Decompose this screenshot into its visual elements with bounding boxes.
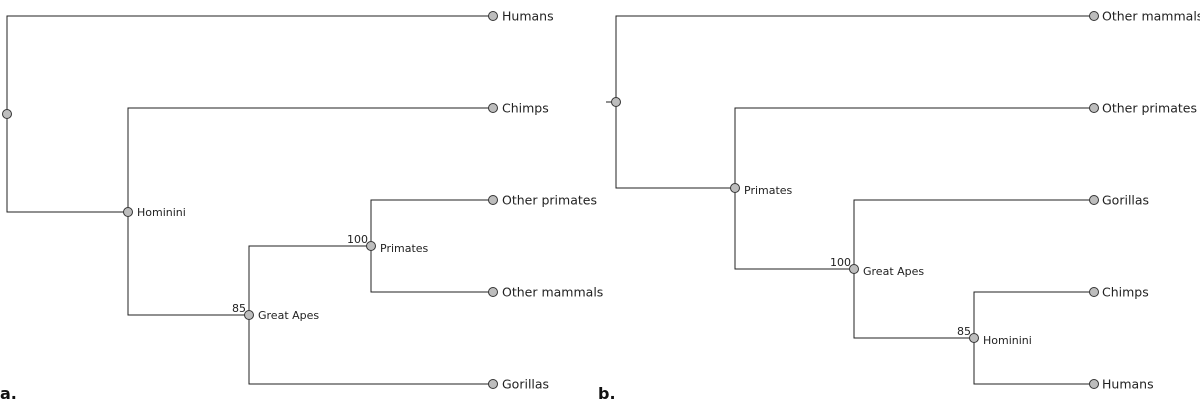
edge — [127, 107, 493, 212]
internal-node-primates — [730, 183, 740, 193]
leaf-node — [1089, 11, 1099, 21]
leaf-label: Other primates — [502, 193, 597, 208]
internal-node-hominini — [969, 333, 979, 343]
edge — [6, 114, 128, 213]
leaf-node — [1089, 103, 1099, 113]
panel-letter: b. — [598, 384, 616, 400]
leaf-label: Humans — [502, 9, 554, 24]
tree-panel-b: Other mammals Other primates Gorillas Ch… — [598, 9, 1200, 400]
leaf-node — [1089, 195, 1099, 205]
leaf-label: Other primates — [1102, 101, 1197, 116]
clade-label: Hominini — [983, 334, 1032, 347]
panel-letter: a. — [0, 384, 17, 400]
leaf-label: Chimps — [1102, 285, 1149, 300]
edge — [6, 15, 493, 114]
clade-label: Hominini — [137, 206, 186, 219]
leaf-node — [488, 287, 498, 297]
leaf-label: Other mammals — [502, 285, 603, 300]
edge — [853, 269, 974, 339]
edge — [973, 291, 1094, 338]
edge — [248, 245, 371, 315]
leaf-node — [488, 195, 498, 205]
leaf-label: Gorillas — [1102, 193, 1149, 208]
edge — [615, 15, 1094, 102]
leaf-label: Chimps — [502, 101, 549, 116]
support-value: 85 — [957, 325, 971, 338]
leaf-label: Gorillas — [502, 377, 549, 392]
internal-node-great-apes — [244, 310, 254, 320]
edge — [370, 246, 493, 293]
edge — [127, 212, 249, 316]
leaf-node — [1089, 287, 1099, 297]
leaf-node — [1089, 379, 1099, 389]
leaf-node — [488, 379, 498, 389]
leaf-node — [488, 103, 498, 113]
internal-node-primates — [366, 241, 376, 251]
edge — [615, 102, 735, 189]
clade-label: Primates — [380, 242, 429, 255]
internal-node-hominini — [123, 207, 133, 217]
leaf-node — [488, 11, 498, 21]
clade-label: Great Apes — [863, 265, 924, 278]
root-node — [2, 109, 12, 119]
leaf-label: Other mammals — [1102, 9, 1200, 24]
edge — [734, 107, 1094, 188]
clade-label: Great Apes — [258, 309, 319, 322]
edge — [853, 199, 1094, 269]
edge — [248, 315, 493, 385]
internal-node-great-apes — [849, 264, 859, 274]
edge — [973, 338, 1094, 385]
leaf-label: Humans — [1102, 377, 1154, 392]
root-node — [611, 97, 621, 107]
edge — [370, 199, 493, 246]
support-value: 100 — [347, 233, 368, 246]
support-value: 85 — [232, 302, 246, 315]
edge — [734, 188, 854, 270]
clade-label: Primates — [744, 184, 793, 197]
support-value: 100 — [830, 256, 851, 269]
tree-panel-a: Humans Chimps Other primates Other mamma… — [0, 9, 603, 400]
